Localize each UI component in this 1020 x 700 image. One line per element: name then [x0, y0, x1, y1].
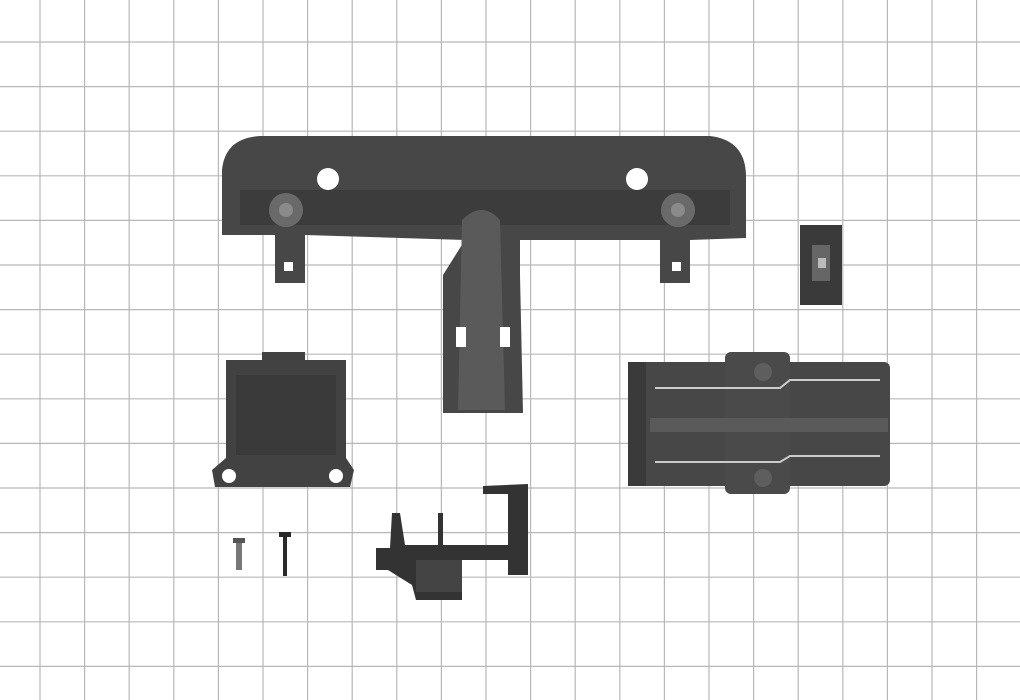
rail-slider	[628, 352, 890, 494]
screw-short	[233, 538, 245, 570]
screw-long	[279, 532, 291, 576]
mounting-bracket	[222, 136, 746, 413]
wheel-housing	[212, 352, 354, 487]
small-clip	[800, 225, 842, 305]
bottom-clip	[376, 484, 528, 600]
